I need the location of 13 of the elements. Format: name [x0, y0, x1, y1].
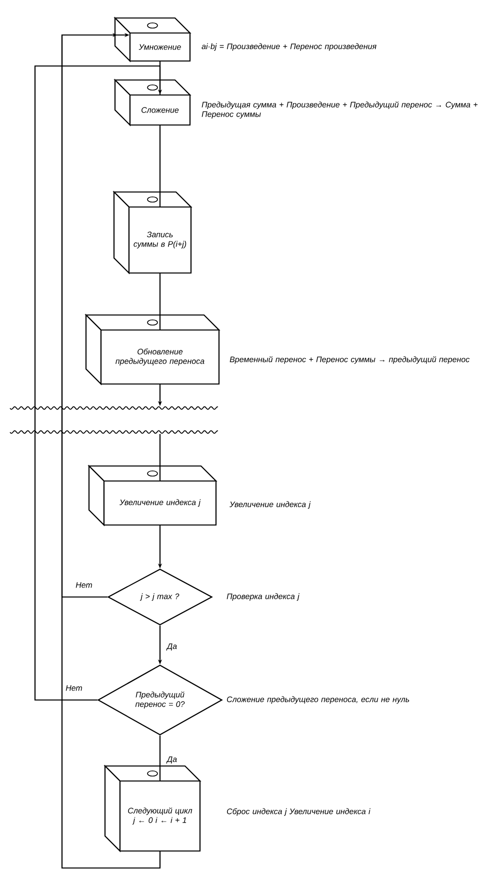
annotation: Временный перенос + Перенос суммы → предыдущий перенос: [230, 356, 470, 364]
edge-label: Да: [166, 642, 178, 652]
edge-label: Нет: [64, 684, 84, 692]
annotation: Предыдущая сумма + Произведение + Предыдущий перенос → Сумма + Перенос суммы: [202, 101, 478, 119]
arrow: [34, 65, 162, 701]
arrow: [61, 32, 161, 869]
annotation: Проверка индекса j: [226, 593, 300, 601]
annotation: ai·bj = Произведение + Перенос произведения: [202, 43, 376, 51]
edge-label: Нет: [74, 581, 94, 589]
annotation: Сложение предыдущего переноса, если не нуль: [227, 696, 410, 704]
edge-label: Да: [166, 755, 178, 765]
annotation: Сброс индекса j Увеличение индекса i: [227, 808, 370, 816]
annotation: Увеличение индекса j: [230, 501, 311, 509]
